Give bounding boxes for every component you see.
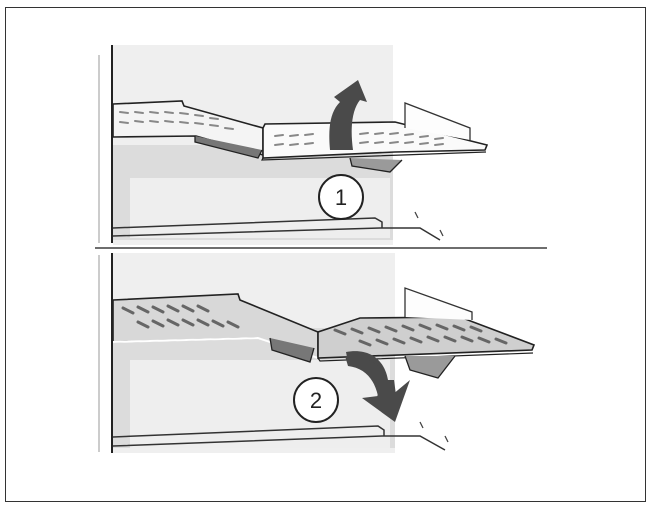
step-1-illustration: 1 xyxy=(95,45,547,249)
shelf-support-hook xyxy=(349,157,403,173)
arrow-down-icon-body xyxy=(345,355,410,422)
arrow-up-icon xyxy=(329,80,367,150)
rail-detail xyxy=(419,421,449,443)
shelf-perforation xyxy=(119,111,234,130)
step-2-badge: 2 xyxy=(293,377,339,423)
shelf-support-hook xyxy=(404,355,456,379)
step-2-illustration: 2 xyxy=(98,253,536,453)
front-shelf-perforation xyxy=(333,323,508,347)
shelf-back-stopper xyxy=(404,287,473,320)
step-2-number: 2 xyxy=(310,388,322,413)
rail-detail xyxy=(414,211,444,237)
front-shelf-perforation xyxy=(274,132,444,146)
shelf-back-stopper xyxy=(404,102,471,140)
shelf-perforation xyxy=(121,304,240,329)
lower-shelf-rail xyxy=(112,217,441,241)
step-2-panel: 2 xyxy=(0,250,651,460)
shelf-bracket xyxy=(269,337,315,363)
step-1-number: 1 xyxy=(335,185,347,210)
step-1-panel: 1 xyxy=(0,0,651,250)
lower-shelf-rail xyxy=(112,425,446,451)
step-1-badge: 1 xyxy=(318,174,364,220)
shelf-bracket xyxy=(194,136,263,159)
